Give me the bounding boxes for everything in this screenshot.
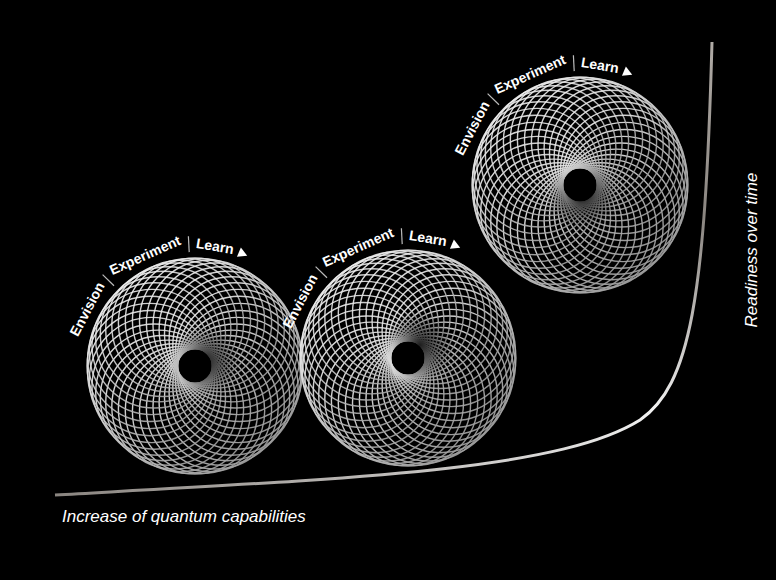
- spirograph-ring: [300, 250, 516, 466]
- spiro-stroke: [169, 277, 294, 402]
- cycle-arrowhead: [450, 240, 462, 253]
- spiro-stroke: [382, 269, 507, 394]
- axis-label: Readiness over time: [743, 173, 760, 328]
- spirograph-ring: [472, 77, 688, 293]
- spiro-stroke: [491, 159, 616, 284]
- cycle-step-label: Learn: [580, 55, 620, 75]
- separator-bar: [401, 228, 403, 244]
- separator-bar: [573, 55, 575, 71]
- spirograph-group: [87, 55, 688, 474]
- spiro-core: [170, 325, 239, 394]
- axis-label: Increase of quantum capabilities: [62, 508, 306, 525]
- capability-bar: [380, 514, 725, 518]
- cycle-arrowhead: [237, 248, 249, 261]
- separator-bar: [188, 236, 190, 252]
- cycle-step-label: Learn: [195, 236, 235, 256]
- cycle-arrowhead: [622, 67, 634, 80]
- spiro-core: [385, 310, 454, 379]
- spirograph-ring: [87, 258, 303, 474]
- spiro-stroke: [386, 275, 511, 400]
- cycle-step-label: Learn: [408, 228, 448, 248]
- spiro-stroke: [366, 255, 491, 380]
- readiness-curve: [55, 42, 712, 495]
- spiro-core: [547, 161, 616, 230]
